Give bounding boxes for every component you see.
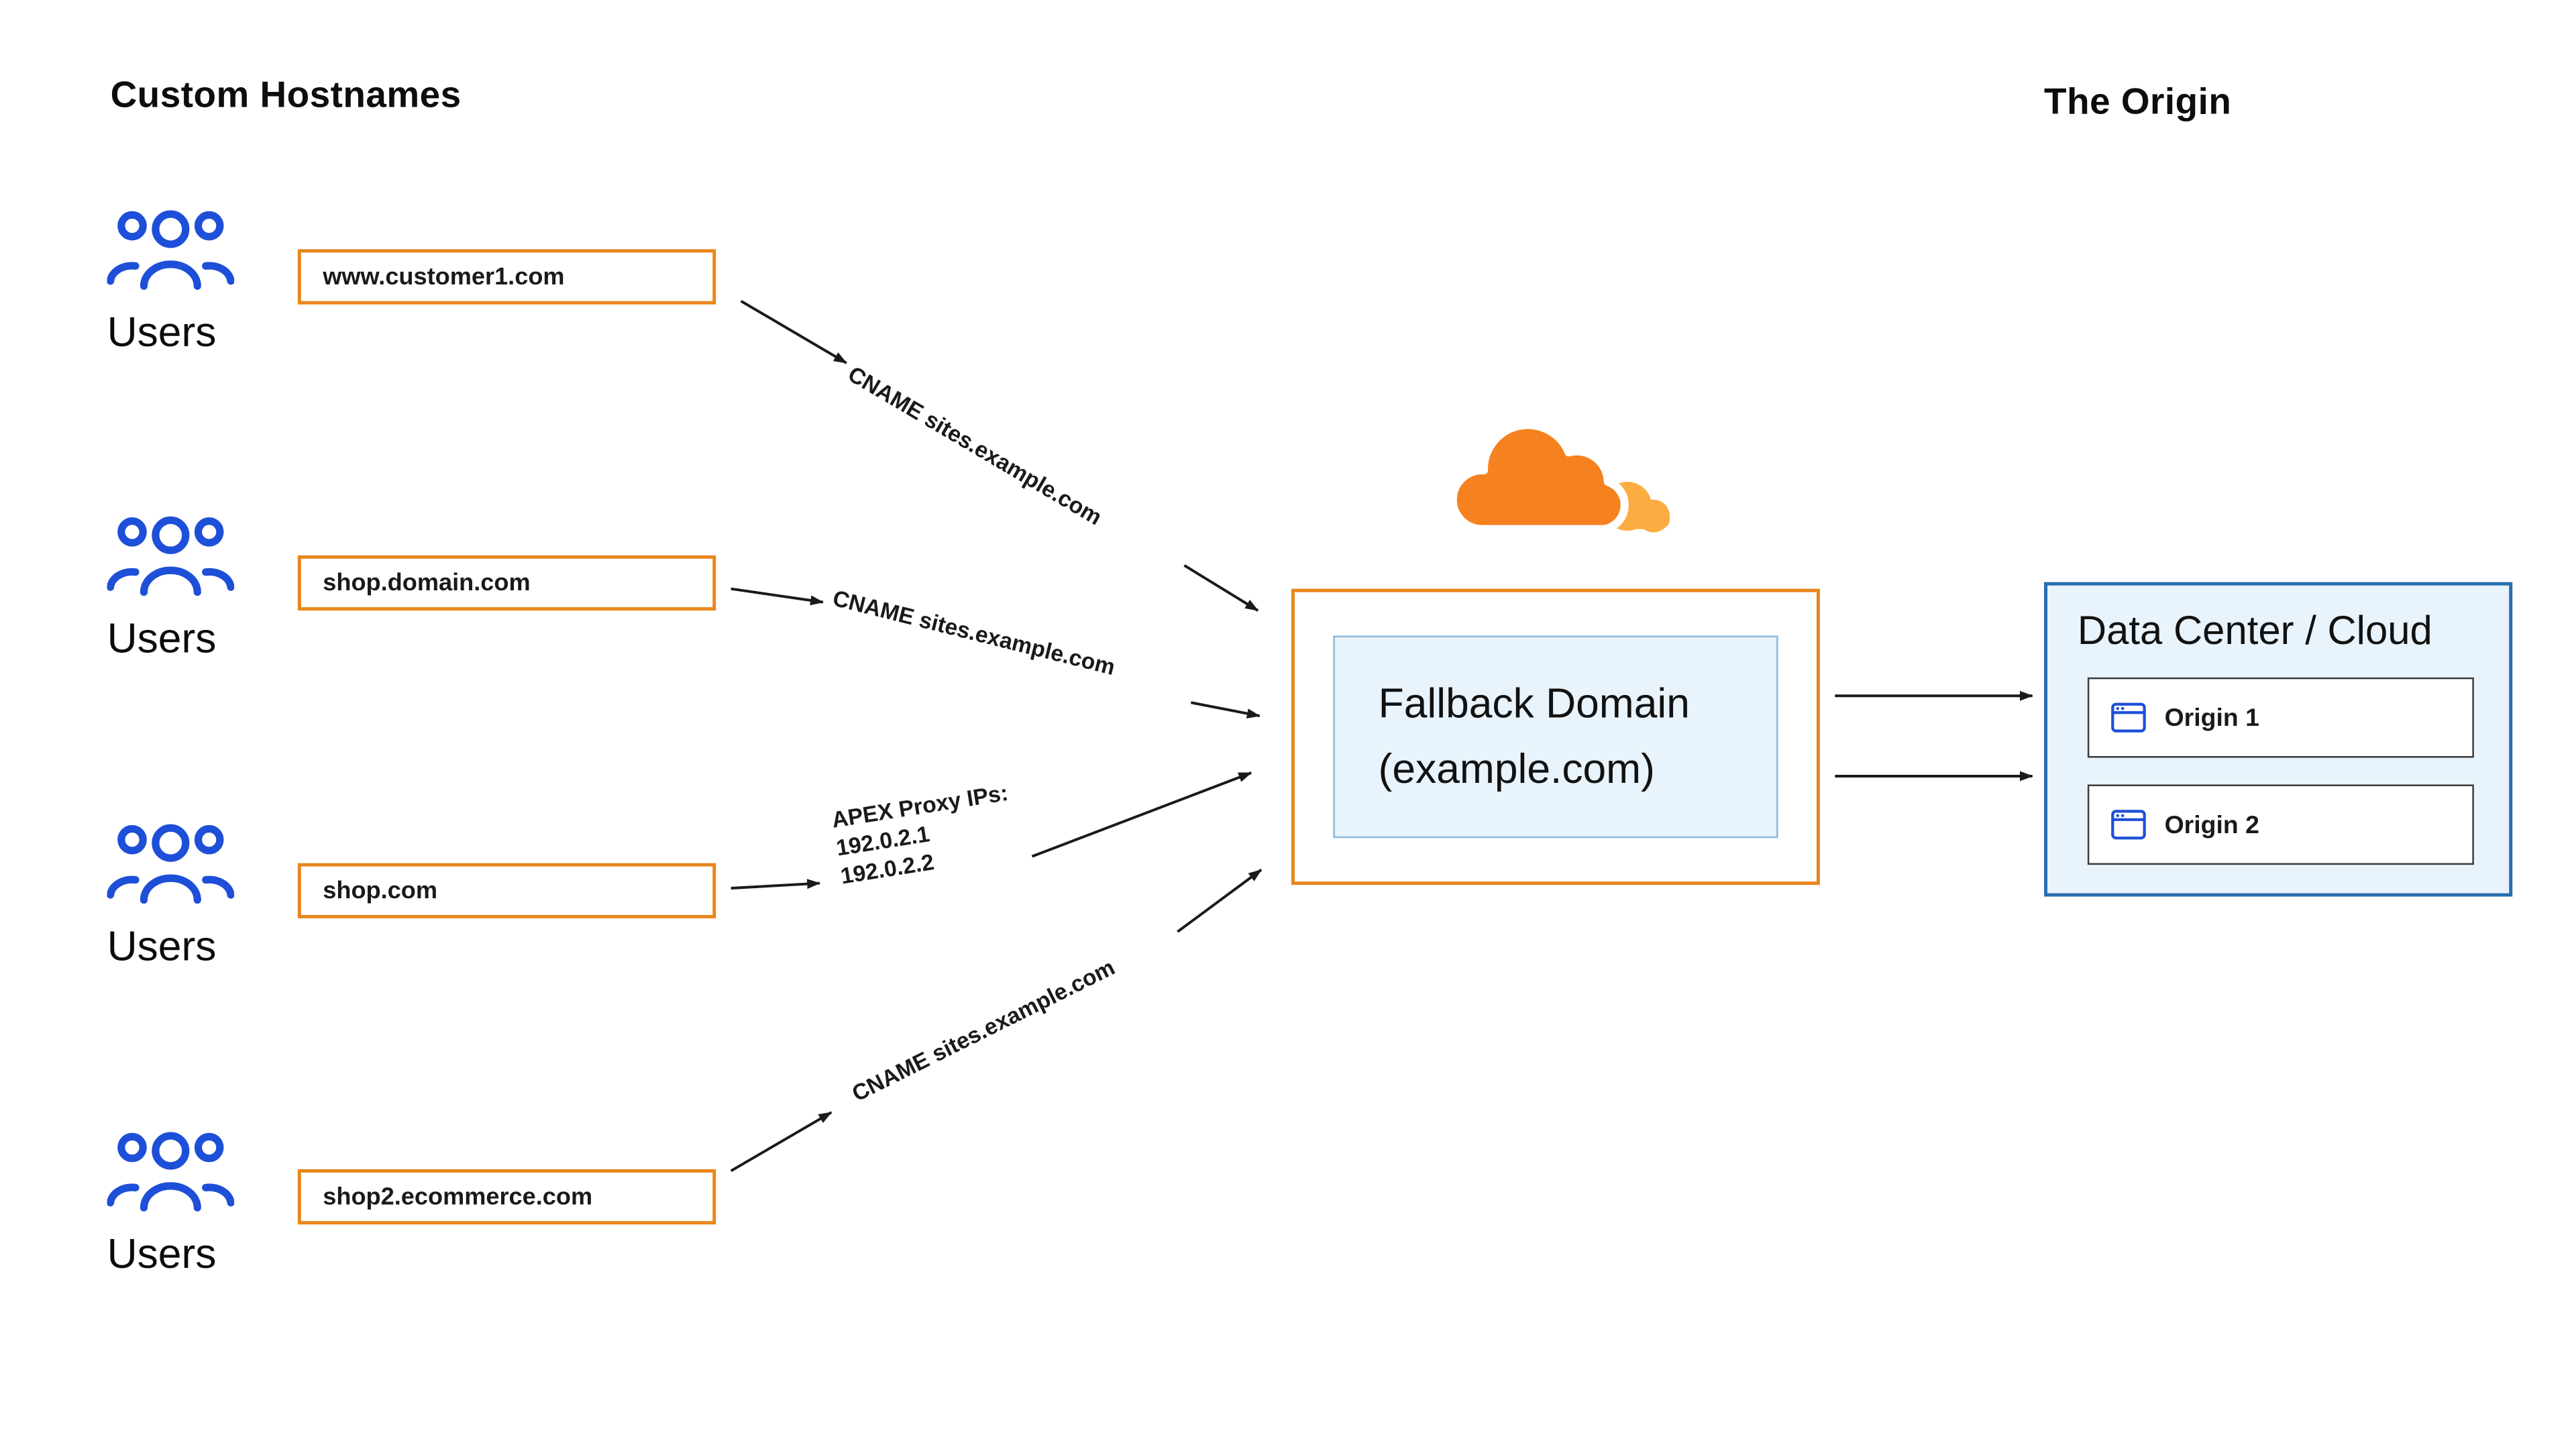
fallback-domain-line1: Fallback Domain bbox=[1378, 680, 1690, 727]
origin-1-label: Origin 1 bbox=[2164, 703, 2259, 732]
cloudflare-logo-icon bbox=[1425, 415, 1686, 551]
hostname-text: shop.com bbox=[323, 877, 438, 904]
hostname-text: shop.domain.com bbox=[323, 570, 531, 596]
hostname-box-customer1: www.customer1.com bbox=[297, 249, 716, 305]
origin-2-label: Origin 2 bbox=[2164, 810, 2259, 839]
cname-label-2: CNAME sites.example.com bbox=[830, 585, 1118, 680]
cname-label-1: CNAME sites.example.com bbox=[843, 361, 1107, 531]
data-center-box: Data Center / Cloud Origin 1 Origin 2 bbox=[2044, 582, 2513, 897]
fallback-domain-line2: (example.com) bbox=[1378, 745, 1655, 792]
fallback-domain-outer-box: Fallback Domain (example.com) bbox=[1291, 588, 1820, 885]
users-icon bbox=[107, 207, 235, 291]
fallback-domain-box: Fallback Domain (example.com) bbox=[1333, 635, 1778, 839]
data-center-title: Data Center / Cloud bbox=[2077, 608, 2432, 654]
browser-window-icon bbox=[2111, 702, 2146, 733]
users-label: Users bbox=[107, 615, 217, 663]
the-origin-title: The Origin bbox=[2044, 80, 2232, 123]
hostname-text: shop2.ecommerce.com bbox=[323, 1183, 593, 1211]
hostname-box-shop2: shop2.ecommerce.com bbox=[297, 1169, 716, 1225]
users-icon bbox=[107, 514, 235, 598]
users-label: Users bbox=[107, 309, 217, 357]
apex-proxy-label: APEX Proxy IPs: 192.0.2.1 192.0.2.2 bbox=[830, 778, 1019, 890]
users-icon bbox=[107, 821, 235, 905]
custom-hostnames-title: Custom Hostnames bbox=[110, 73, 462, 116]
users-icon bbox=[107, 1129, 235, 1213]
users-label: Users bbox=[107, 1231, 217, 1279]
hostname-box-shop-domain: shop.domain.com bbox=[297, 555, 716, 611]
cname-label-3: CNAME sites.example.com bbox=[848, 954, 1119, 1107]
hostname-text: www.customer1.com bbox=[323, 263, 565, 290]
browser-window-icon bbox=[2111, 810, 2146, 840]
origin-1-box: Origin 1 bbox=[2087, 677, 2474, 758]
origin-2-box: Origin 2 bbox=[2087, 784, 2474, 865]
users-label: Users bbox=[107, 923, 217, 971]
hostname-box-shop: shop.com bbox=[297, 863, 716, 918]
